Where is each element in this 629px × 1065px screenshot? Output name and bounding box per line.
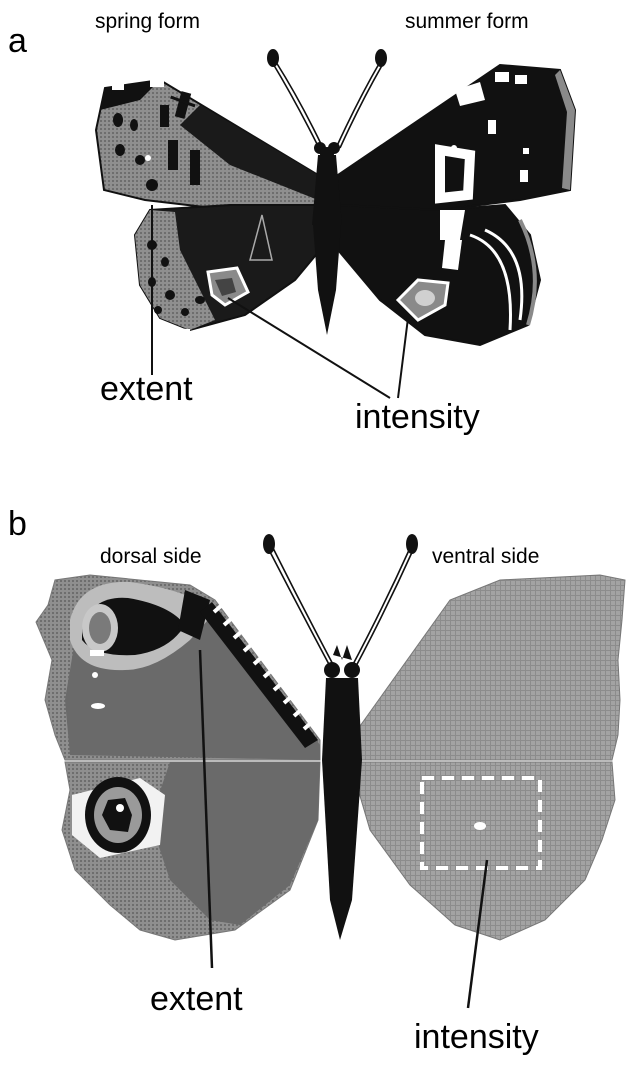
panel-a-antennae bbox=[272, 62, 384, 148]
panel-b-butterfly bbox=[36, 534, 625, 1008]
panel-a-antenna-club-left bbox=[267, 49, 279, 67]
panel-a-butterfly bbox=[96, 49, 575, 398]
panel-a-left-label: spring form bbox=[95, 10, 200, 34]
panel-b-extent-label: extent bbox=[150, 980, 243, 1019]
panel-a-antenna-club-right bbox=[375, 49, 387, 67]
panel-a-letter: a bbox=[8, 22, 27, 61]
panel-b-letter: b bbox=[8, 505, 27, 544]
panel-b-left-label: dorsal side bbox=[100, 545, 202, 569]
panel-b-right-label: ventral side bbox=[432, 545, 539, 569]
panel-b-ventral-forewing bbox=[350, 575, 625, 760]
panel-a-right-label: summer form bbox=[405, 10, 529, 34]
panel-a-right-forewing bbox=[338, 65, 575, 210]
panel-b-antennae bbox=[268, 548, 414, 670]
panel-b-antenna-club-left bbox=[263, 534, 275, 554]
panel-b-ventral-hindwing bbox=[350, 762, 615, 940]
panel-b-antenna-club-right bbox=[406, 534, 418, 554]
panel-b-intensity-label: intensity bbox=[414, 1018, 539, 1057]
panel-a-intensity-label: intensity bbox=[355, 398, 480, 437]
panel-b-body bbox=[322, 645, 362, 940]
panel-a-extent-label: extent bbox=[100, 370, 193, 409]
panel-a-body bbox=[312, 142, 342, 335]
